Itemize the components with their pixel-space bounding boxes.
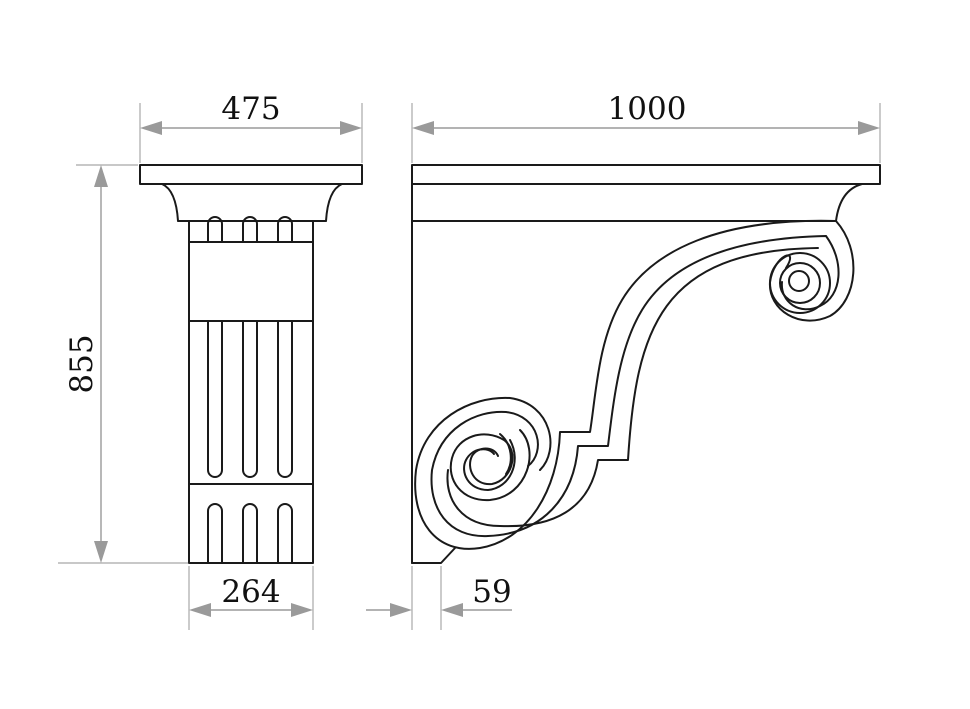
arrowhead xyxy=(94,541,108,563)
side-top-plate xyxy=(411,164,881,185)
dimension-1000: 1000 xyxy=(411,91,881,163)
dimension-59: 59 xyxy=(366,566,512,630)
front-top-plate xyxy=(139,164,363,185)
arrowhead xyxy=(390,603,412,617)
lower-volute xyxy=(449,429,531,502)
dim-label-height: 855 xyxy=(64,334,100,393)
arrowhead xyxy=(340,121,362,135)
arrowhead xyxy=(441,603,463,617)
dimension-475: 475 xyxy=(139,91,363,163)
volute-spiral-tail xyxy=(499,433,512,475)
arrowhead xyxy=(140,121,162,135)
dimension-855: 855 xyxy=(58,164,188,564)
side-capital-line xyxy=(411,183,863,222)
flute xyxy=(277,216,293,243)
flute xyxy=(207,503,223,564)
volute-spiral-inner xyxy=(463,439,516,491)
volute-ring xyxy=(769,252,831,314)
flute xyxy=(242,216,258,243)
dim-label-front-width: 475 xyxy=(221,91,280,127)
front-view xyxy=(139,164,363,564)
volute-eye xyxy=(788,270,810,292)
flute xyxy=(277,320,293,478)
front-capital-cove xyxy=(161,183,343,222)
dimension-264: 264 xyxy=(188,566,314,630)
arrowhead xyxy=(858,121,880,135)
arrowhead xyxy=(412,121,434,135)
side-view xyxy=(411,164,881,564)
dim-label-base-offset: 59 xyxy=(472,574,511,610)
flute xyxy=(242,320,258,478)
flute xyxy=(207,216,223,243)
arrowhead xyxy=(291,603,313,617)
side-base-chamfer xyxy=(411,547,456,564)
front-shaft xyxy=(188,220,314,564)
front-bottom-flutes xyxy=(207,503,293,564)
dim-label-side-length: 1000 xyxy=(608,91,687,127)
front-middle-flutes xyxy=(207,320,293,478)
dim-label-shaft-width: 264 xyxy=(221,574,280,610)
flute xyxy=(207,320,223,478)
flute xyxy=(242,503,258,564)
volute-spiral-outer xyxy=(449,429,531,502)
side-scroll-third-line xyxy=(446,247,819,528)
flute xyxy=(277,503,293,564)
front-top-flutes xyxy=(207,216,293,243)
arrowhead xyxy=(189,603,211,617)
upper-volute xyxy=(769,252,831,314)
arrowhead xyxy=(94,165,108,187)
volute-ring xyxy=(779,262,821,304)
